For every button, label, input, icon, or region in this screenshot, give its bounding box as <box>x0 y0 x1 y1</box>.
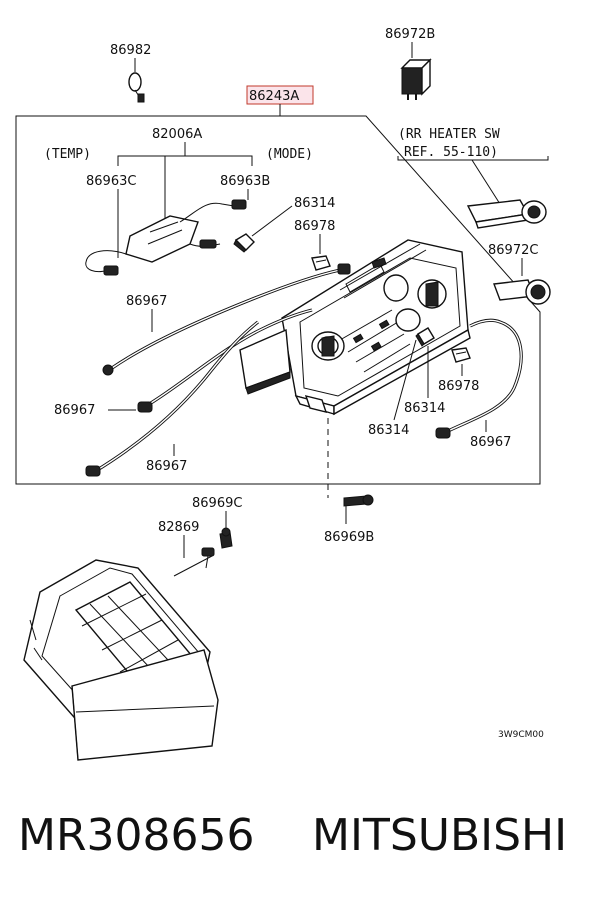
cable-86967-d <box>435 318 523 439</box>
screw-86969C <box>219 527 233 549</box>
label-86314-top: 86314 <box>294 196 335 211</box>
parts-diagram: 86243A 86982 86972B (RR HEATER SW REF. 5… <box>15 27 551 761</box>
cable-86967-a <box>102 263 351 376</box>
cable-86967-c <box>85 320 259 477</box>
label-86963B: 86963B <box>220 174 270 189</box>
rr-heater-switch <box>466 199 547 229</box>
clip-86978-top <box>311 255 331 271</box>
rr-heater-ref-line2: REF. 55-110) <box>404 145 498 160</box>
label-86982: 86982 <box>110 43 151 58</box>
knob-86314-mid <box>415 327 435 347</box>
label-86978-top: 86978 <box>294 219 335 234</box>
label-86978-right: 86978 <box>438 379 479 394</box>
label-86963C: 86963C <box>86 174 136 189</box>
clip-86982 <box>128 72 145 103</box>
footer: MR308656 MITSUBISHI <box>0 800 600 908</box>
label-temp: (TEMP) <box>44 147 91 162</box>
cable-86967-b <box>137 308 313 413</box>
knob-86314-top <box>233 233 255 253</box>
screw-86969B <box>343 494 374 507</box>
label-86969B: 86969B <box>324 530 374 545</box>
heater-duct-housing <box>23 559 219 761</box>
label-82869: 82869 <box>158 520 199 535</box>
label-86972B: 86972B <box>385 27 435 42</box>
label-86969C: 86969C <box>192 496 242 511</box>
label-86967-a: 86967 <box>126 294 167 309</box>
label-mode: (MODE) <box>266 147 313 162</box>
part-number: MR308656 <box>18 810 255 861</box>
label-86967-d: 86967 <box>470 435 511 450</box>
label-86967-b: 86967 <box>54 403 95 418</box>
assembly-label: 86243A <box>249 89 299 104</box>
drawing-code: 3W9CM00 <box>498 730 544 740</box>
rr-heater-ref-line1: (RR HEATER SW <box>398 127 500 142</box>
label-86314-low: 86314 <box>368 423 409 438</box>
bulb-86972C <box>493 279 551 305</box>
clip-86978-right <box>451 347 471 363</box>
label-82006A: 82006A <box>152 127 202 142</box>
bulb-86972B <box>400 58 432 100</box>
harness-82006A <box>85 199 247 276</box>
label-86972C: 86972C <box>488 243 538 258</box>
heater-control-panel <box>239 239 471 416</box>
brand-name: MITSUBISHI <box>312 810 568 861</box>
label-86967-c: 86967 <box>146 459 187 474</box>
wire-82869 <box>173 547 215 577</box>
label-86314-mid: 86314 <box>404 401 445 416</box>
assembly-boundary <box>15 115 541 485</box>
